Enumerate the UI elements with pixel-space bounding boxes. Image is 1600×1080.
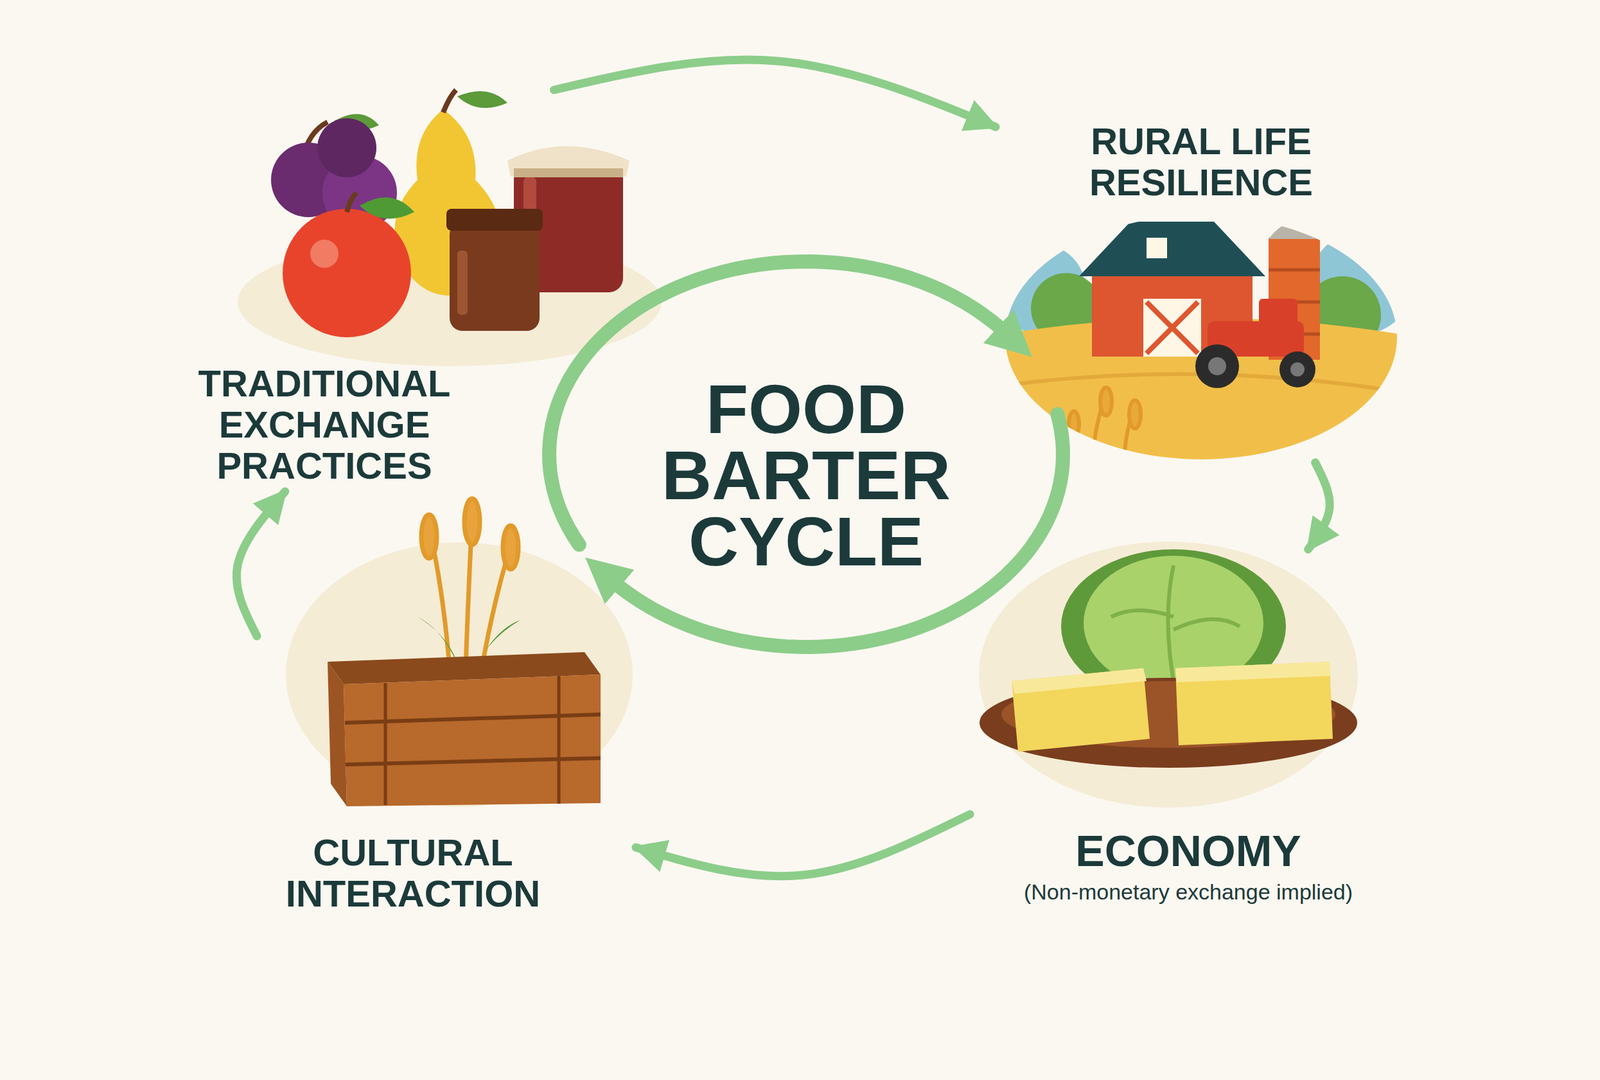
node-label: TRADITIONAL EXCHANGE PRACTICES: [173, 362, 476, 487]
cycle-arrow: [236, 491, 285, 636]
cycle-ring: [549, 261, 1064, 647]
illustrated-node: ECONOMY (Non-monetary exchange implied): [969, 549, 1410, 913]
cabbage-butter-illustration: [978, 541, 1358, 808]
illustrated-node: TRADITIONAL EXCHANGE PRACTICES: [173, 89, 681, 492]
illustrated-node: CULTURAL INTERACTION: [256, 507, 636, 922]
node-subtitle: (Non-monetary exchange implied): [969, 878, 1407, 906]
diagram-title: FOOD BARTER CYCLE: [645, 375, 967, 575]
cycle-arrow: [1308, 462, 1331, 550]
cycle-arrow: [554, 59, 997, 127]
node-label: ECONOMY: [969, 826, 1407, 875]
node-label: CULTURAL INTERACTION: [262, 831, 564, 915]
fruit-jars-illustration: [237, 89, 662, 367]
illustrated-node: RURAL LIFE RESILIENCE: [995, 109, 1401, 463]
node-label: RURAL LIFE RESILIENCE: [1050, 120, 1353, 203]
cycle-arrow: [635, 813, 970, 876]
